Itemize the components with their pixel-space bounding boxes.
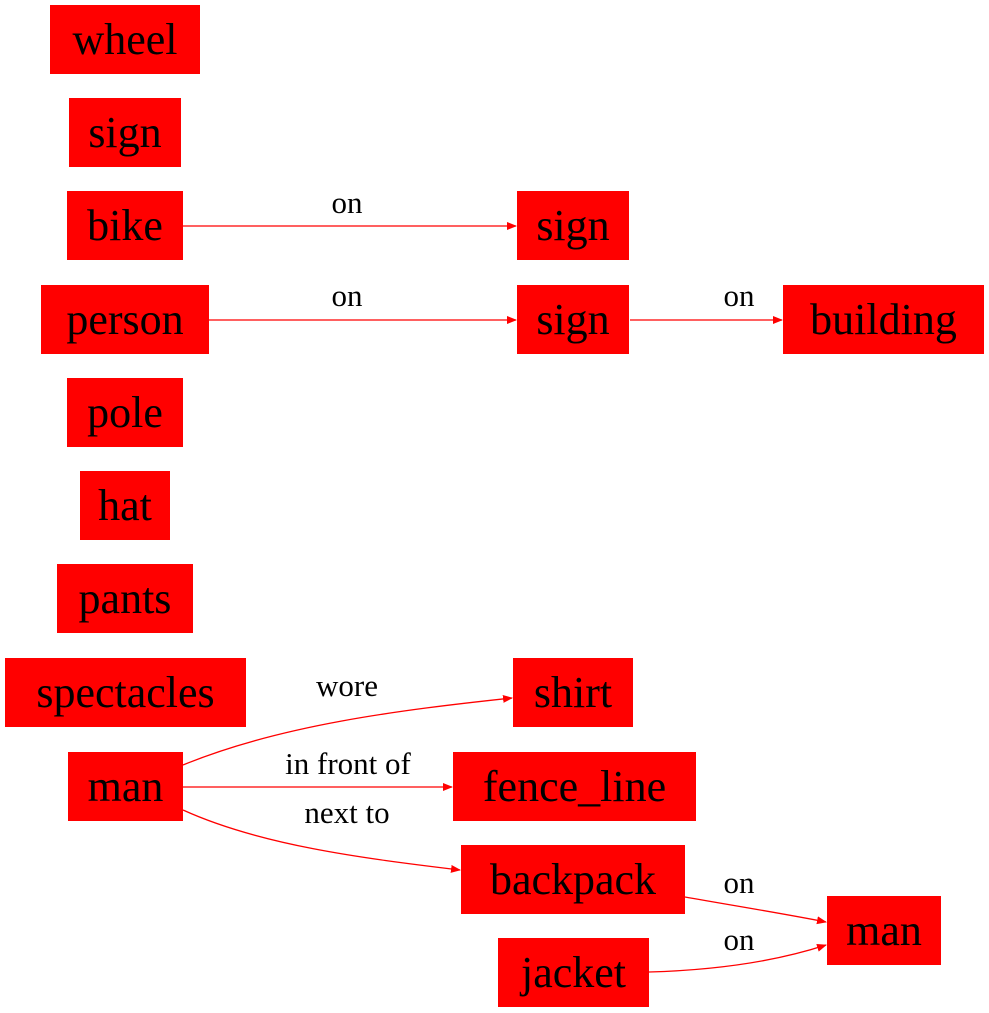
node-man-target: man [827, 896, 941, 965]
node-shirt: shirt [513, 658, 633, 727]
node-fence-line: fence_line [453, 752, 696, 821]
edge-label-man-in-front-of-fence-line: in front of [285, 746, 411, 781]
node-bike: bike [67, 191, 183, 260]
node-sign-bike-target: sign [517, 191, 629, 260]
edge-man-wore-shirt [182, 694, 513, 766]
edge-label-person-on-sign: on [332, 278, 364, 313]
edge-man-next-to-backpack [182, 809, 461, 873]
node-hat: hat [80, 471, 170, 540]
edge-label-jacket-on-man: on [724, 922, 756, 957]
node-person: person [41, 285, 209, 354]
edge-label-backpack-on-man: on [724, 865, 756, 900]
node-wheel: wheel [50, 5, 200, 74]
node-building: building [783, 285, 984, 354]
edge-label-sign-on-building: on [724, 278, 756, 313]
node-pants: pants [57, 564, 193, 633]
node-pole: pole [67, 378, 183, 447]
edge-label-man-wore-shirt: wore [316, 668, 378, 703]
edge-label-bike-on-sign: on [332, 185, 364, 220]
edge-jacket-on-man [648, 943, 827, 973]
node-spectacles: spectacles [5, 658, 246, 727]
edge-backpack-on-man [684, 896, 827, 925]
edge-label-man-next-to-backpack: next to [304, 795, 389, 830]
node-sign: sign [69, 98, 181, 167]
node-jacket: jacket [498, 938, 649, 1007]
node-backpack: backpack [461, 845, 685, 914]
node-sign-person-target: sign [517, 285, 629, 354]
node-man: man [68, 752, 183, 821]
